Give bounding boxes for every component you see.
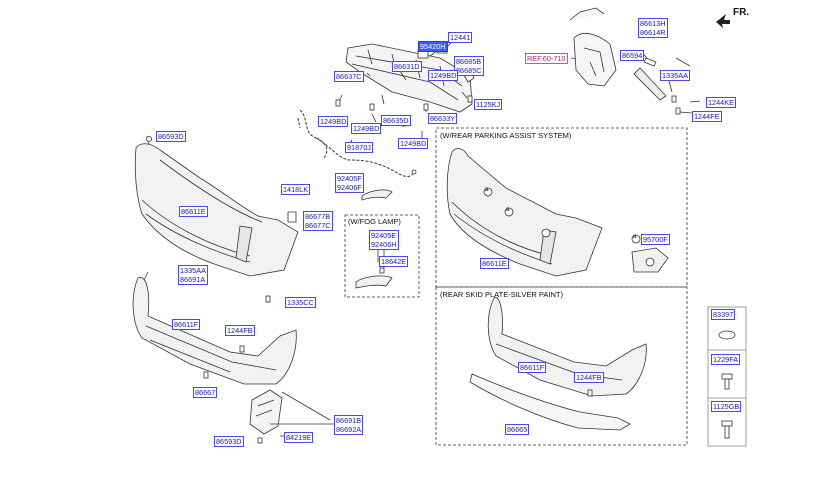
fog-lamp-section-title: (W/FOG LAMP) [348,217,401,226]
rear-bumper-cover-shape [134,143,299,277]
parking-assist-bumper-shape [446,148,603,277]
callout-a-1: a [485,186,489,193]
part-label-1244ke[interactable]: 1244KE [706,97,736,108]
part-label-1125gb[interactable]: 1125GB [711,401,742,412]
parking-assist-section-title: (W/REAR PARKING ASSIST SYSTEM) [440,131,572,140]
bolt-1229fa-icon [721,373,733,390]
fog-lamp-section-box [344,214,420,298]
part-label-83397[interactable]: 83397 [711,309,736,320]
part-label-1249bd-a[interactable]: 1249BD [428,70,459,81]
fastener-legend-box [707,306,747,447]
callout-a-2: a [506,206,510,213]
part-label-86593d-a[interactable]: 86593D [156,131,186,142]
part-label-86593d-b[interactable]: 86593D [214,436,244,447]
skid-plate-section-box [435,286,688,446]
part-label-1335cc[interactable]: 1335CC [285,297,316,308]
part-label-86665[interactable]: 86665 [505,424,530,435]
quarter-panel-shape [569,7,667,101]
part-label-1244fe[interactable]: 1244FE [692,111,722,122]
part-label-1249bd-d[interactable]: 1249BD [398,138,429,149]
part-label-1249bd-c[interactable]: 1249BD [351,123,382,134]
clip-83397-icon [718,330,736,340]
front-direction-label: FR. [733,7,750,18]
part-label-86637c[interactable]: 86637C [334,71,364,82]
part-label-12441[interactable]: 12441 [448,32,473,43]
upper-reflector-shape [361,189,393,201]
fog-lamp-shape [355,275,393,289]
lower-bracket-shape [249,389,283,435]
part-label-1244fb-b[interactable]: 1244FB [574,372,604,383]
part-label-18642e[interactable]: 18642E [379,256,409,267]
front-direction-arrow-icon [716,14,730,28]
part-label-1249bd-b[interactable]: 1249BD [318,116,349,127]
part-label-1418lk[interactable]: 1418LK [281,184,311,195]
part-label-1335aa-a[interactable]: 1335AA [660,70,690,81]
part-label-86667[interactable]: 86667 [193,387,218,398]
bolt-1125gb-icon [721,420,733,439]
part-label-86631d[interactable]: 86631D [392,61,422,72]
part-label-86611f-b[interactable]: 86611F [518,362,547,373]
part-label-86611f-a[interactable]: 86611F [172,319,201,330]
part-label-86594[interactable]: 86594 [620,50,645,61]
part-label-86611e-a[interactable]: 86611E [179,206,208,217]
part-label-95700f[interactable]: 95700F [641,234,670,245]
part-label-86611e-b[interactable]: 86611E [480,258,509,269]
skid-plate-bumper-shape [469,297,647,431]
part-label-86635d[interactable]: 86635D [381,115,411,126]
part-label-1229fa[interactable]: 1229FA [711,354,741,365]
part-label-1244fb-a[interactable]: 1244FB [225,325,255,336]
part-label-95420h[interactable]: 95420H [418,41,448,52]
part-label-86633y[interactable]: 86633Y [428,113,458,124]
part-label-1125kj[interactable]: 1125KJ [474,99,503,110]
part-label-84219e[interactable]: 84219E [284,432,314,443]
lower-bumper-shape [132,277,297,385]
skid-plate-section-title: (REAR SKID PLATE-SILVER PAINT) [440,290,563,299]
reference-label[interactable]: REF.60-710 [525,53,568,64]
callout-a-3: a [633,233,637,240]
part-label-91870j[interactable]: 91870J [345,142,373,153]
